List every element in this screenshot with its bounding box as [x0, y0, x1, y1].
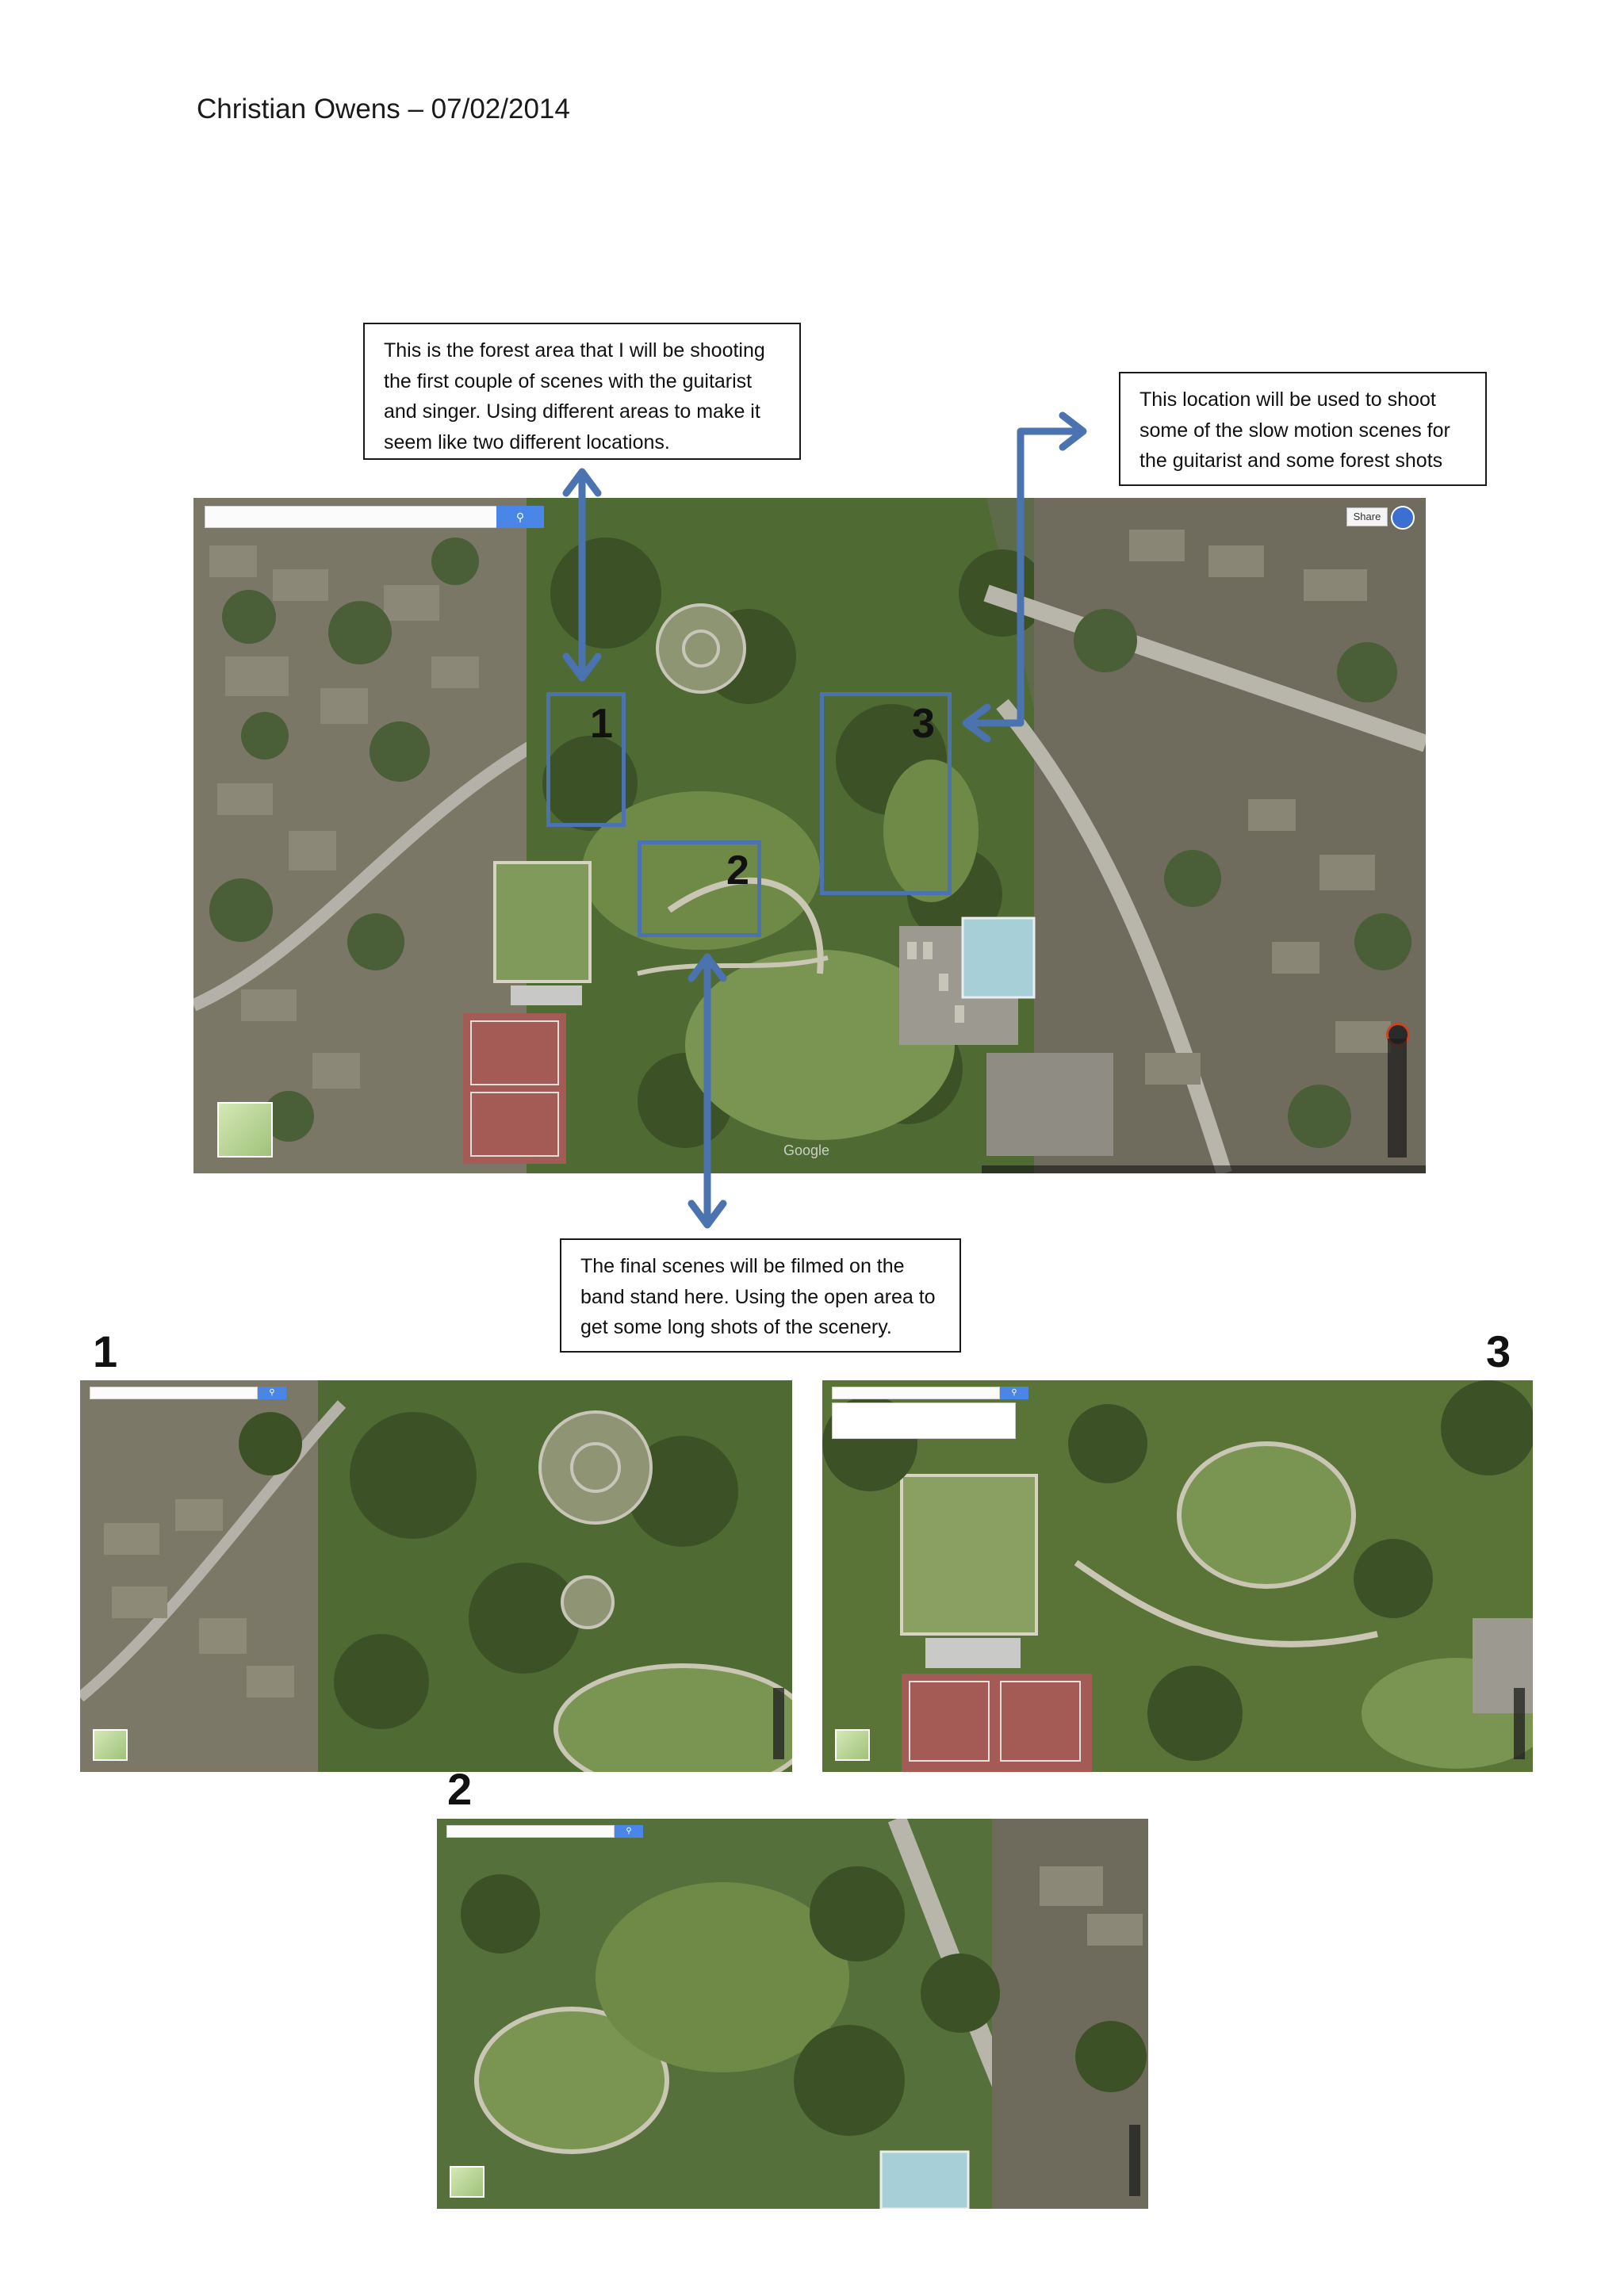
satellite-imagery [822, 1380, 1533, 1772]
share-button[interactable]: Share [1346, 507, 1388, 526]
satellite-imagery [80, 1380, 792, 1772]
search-icon[interactable]: ⚲ [1000, 1387, 1028, 1399]
search-icon[interactable]: ⚲ [496, 506, 544, 528]
zoom-control[interactable] [1514, 1688, 1525, 1759]
shot-1-map[interactable]: ⚲ [80, 1380, 792, 1772]
earth-view-thumbnail[interactable] [450, 2166, 485, 2198]
map-search-input[interactable] [205, 506, 498, 528]
zone-1-label: 1 [590, 701, 613, 747]
earth-view-thumbnail[interactable] [217, 1102, 273, 1158]
map-search-input[interactable] [446, 1825, 615, 1838]
main-satellite-map[interactable]: ⚲ Share Google 1 2 3 [193, 498, 1426, 1173]
map-search-input[interactable] [90, 1387, 258, 1399]
callout-slow-motion: This location will be used to shoot some… [1119, 372, 1487, 486]
satellite-imagery [193, 498, 1426, 1173]
map-attribution: Google [783, 1142, 830, 1158]
zoom-control[interactable] [1129, 2125, 1140, 2196]
shot-2-label: 2 [447, 1764, 473, 1814]
search-icon[interactable]: ⚲ [258, 1387, 286, 1399]
shot-2-map[interactable]: ⚲ [437, 1819, 1148, 2209]
shot-3-label: 3 [1486, 1326, 1511, 1376]
zone-2-box [638, 840, 761, 937]
map-search-input[interactable] [832, 1387, 1000, 1399]
zoom-control[interactable] [1388, 1039, 1407, 1158]
shot-1-label: 1 [93, 1326, 118, 1376]
zone-3-label: 3 [912, 701, 935, 747]
callout-forest-area: This is the forest area that I will be s… [363, 323, 801, 460]
map-status-strip [982, 1165, 1426, 1173]
callout-band-stand: The final scenes will be filmed on the b… [560, 1238, 961, 1353]
zone-2-label: 2 [726, 848, 749, 894]
satellite-imagery [437, 1819, 1148, 2209]
search-icon[interactable]: ⚲ [615, 1825, 643, 1838]
page-header: Christian Owens – 07/02/2014 [197, 94, 570, 124]
earth-view-thumbnail[interactable] [93, 1729, 128, 1761]
shot-3-map[interactable]: ⚲ [822, 1380, 1533, 1772]
zone-1-box [546, 692, 626, 827]
avatar[interactable] [1391, 506, 1415, 530]
zone-3-box [820, 692, 952, 895]
earth-view-thumbnail[interactable] [835, 1729, 870, 1761]
place-card[interactable] [832, 1402, 1016, 1439]
zoom-control[interactable] [773, 1688, 784, 1759]
